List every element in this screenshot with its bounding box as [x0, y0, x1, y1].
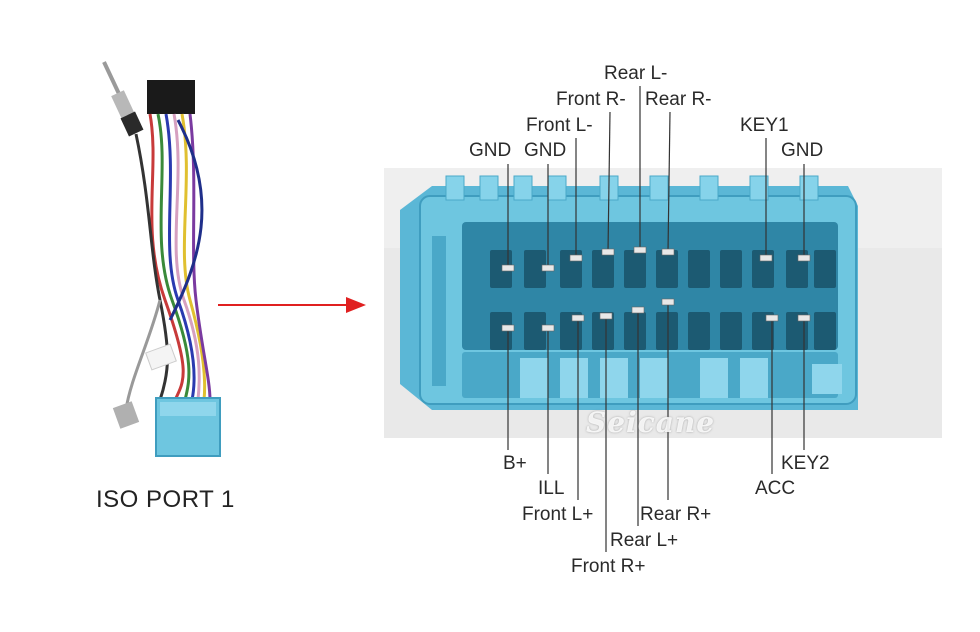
pin-terminal — [569, 254, 583, 262]
pin-terminal — [571, 314, 585, 322]
label-front-l-minus: Front L- — [526, 115, 593, 136]
pin-cavity — [592, 312, 614, 350]
pin-cavity — [524, 250, 546, 288]
label-key1: KEY1 — [740, 115, 789, 136]
iso-port-caption: ISO PORT 1 — [96, 486, 235, 513]
watermark: Seicane — [586, 406, 716, 439]
pin-cavity — [624, 250, 646, 288]
pin-cavity — [656, 312, 678, 350]
pin-terminal — [661, 298, 675, 306]
harness-illustration — [102, 61, 221, 457]
label-gnd-1: GND — [469, 140, 512, 161]
pin-cavity — [624, 312, 646, 350]
pin-terminal — [501, 264, 515, 272]
label-front-r-plus: Front R+ — [571, 556, 646, 577]
pin-terminal — [601, 248, 615, 256]
label-rear-r-minus: Rear R- — [645, 89, 712, 110]
pin-terminal — [765, 314, 779, 322]
pin-terminal — [541, 324, 555, 332]
pin-cavity — [786, 312, 808, 350]
pin-terminal — [599, 312, 613, 320]
label-key2: KEY2 — [781, 453, 830, 474]
pin-cavity — [560, 312, 582, 350]
label-rear-r-plus: Rear R+ — [640, 504, 712, 525]
pin-cavity — [524, 312, 546, 350]
label-acc: ACC — [755, 478, 796, 499]
pointer-arrow — [218, 297, 366, 313]
connector-closeup — [400, 175, 858, 410]
leader-line — [667, 111, 671, 253]
pin-cavity — [592, 250, 614, 288]
pin-cavity — [688, 250, 710, 288]
pin-terminal — [759, 254, 773, 262]
pin-terminal — [661, 248, 675, 256]
pin-cavity — [490, 312, 512, 350]
label-front-r-minus: Front R- — [556, 89, 626, 110]
pin-terminal — [501, 324, 515, 332]
pin-cavity — [814, 312, 836, 350]
label-b-plus: B+ — [503, 453, 527, 474]
label-gnd-2: GND — [524, 140, 567, 161]
pin-cavity — [688, 312, 710, 350]
label-ill: ILL — [538, 478, 565, 499]
pin-terminal — [797, 254, 811, 262]
pin-cavity — [752, 312, 774, 350]
label-gnd-3: GND — [781, 140, 824, 161]
pin-cavity — [490, 250, 512, 288]
label-rear-l-plus: Rear L+ — [610, 530, 679, 551]
pin-terminal — [541, 264, 555, 272]
pin-terminal — [797, 314, 811, 322]
label-front-l-plus: Front L+ — [522, 504, 594, 525]
pin-cavity — [720, 250, 742, 288]
pin-cavity — [720, 312, 742, 350]
pin-terminal — [633, 246, 647, 254]
label-rear-l-minus: Rear L- — [604, 63, 668, 84]
pin-cavity — [814, 250, 836, 288]
pin-terminal — [631, 306, 645, 314]
leader-line — [607, 111, 611, 253]
pin-cavity — [656, 250, 678, 288]
